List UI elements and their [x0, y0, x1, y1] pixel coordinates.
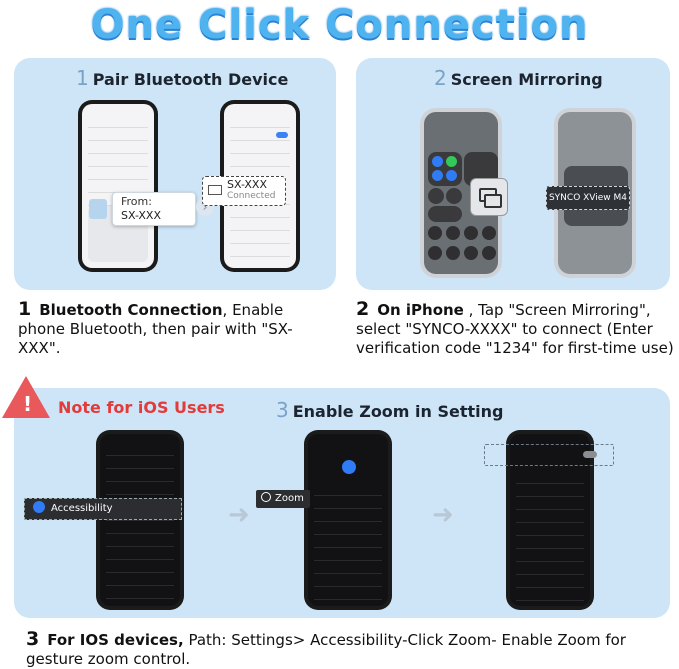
step3-desc-text: Path: Settings> Accessibility-Click Zoom…: [26, 631, 626, 668]
zoom-menu-item[interactable]: Zoom: [256, 490, 310, 508]
zoom-toggle-row[interactable]: [484, 444, 614, 466]
step1-description: 1 Bluetooth Connection, Enable phone Blue…: [18, 300, 318, 358]
pairing-callout: From: SX-XXX: [89, 192, 196, 226]
phone-zoom-settings: [506, 430, 594, 610]
step-number: 3: [276, 398, 289, 422]
step2-desc-bold: On iPhone: [377, 301, 464, 319]
ios-note: Note for iOS Users: [58, 398, 225, 417]
monitor-icon: [208, 185, 222, 195]
zoom-label: Zoom: [275, 493, 304, 504]
arrow-right-icon: ➜: [432, 500, 454, 530]
accessibility-icon: [33, 501, 45, 513]
step-number: 1: [76, 66, 89, 90]
mirroring-target-option[interactable]: SYNCO XView M4: [546, 186, 630, 210]
accessibility-label: Accessibility: [51, 503, 113, 514]
page-title: One Click Connection: [90, 2, 589, 48]
panel-heading-text: Pair Bluetooth Device: [92, 70, 289, 89]
device-status: Connected: [227, 191, 276, 201]
accessibility-menu-item[interactable]: Accessibility: [24, 498, 182, 520]
step-number: 2: [356, 298, 370, 320]
from-value: SX-XXX: [121, 209, 161, 222]
step-number: 2: [434, 66, 447, 90]
step3-desc-bold: For IOS devices,: [47, 631, 184, 649]
step3-description: 3 For IOS devices, Path: Settings> Access…: [26, 630, 646, 669]
warning-exclamation: !: [23, 392, 33, 416]
phone-pairing-request: [78, 100, 158, 272]
step-number: 1: [18, 298, 32, 320]
zoom-toggle[interactable]: [583, 451, 597, 458]
step2-desc-text: , Tap "Screen Mirroring", select "SYNCO-…: [356, 301, 674, 357]
phone-settings: [96, 430, 184, 610]
panel-heading-text: Screen Mirroring: [450, 70, 603, 89]
accessibility-header-icon: [342, 460, 356, 474]
step1-desc-bold: Bluetooth Connection: [39, 301, 223, 319]
bluetooth-toggle[interactable]: [276, 132, 288, 138]
step2-description: 2 On iPhone , Tap "Screen Mirroring", sel…: [356, 300, 674, 358]
zoom-icon: [261, 492, 271, 502]
panel-heading-text: Enable Zoom in Setting: [292, 402, 504, 421]
step1-desc-text: , Enable phone Bluetooth, then pair with…: [18, 301, 293, 357]
warning-icon: [2, 376, 50, 418]
phone-accessibility: [304, 430, 392, 610]
screen-mirroring-button[interactable]: [470, 178, 508, 216]
from-label: From:: [121, 195, 152, 208]
arrow-right-icon: ➜: [228, 500, 250, 530]
device-name: SX-XXX: [227, 178, 267, 191]
step-number: 3: [26, 628, 40, 650]
device-callout[interactable]: SX-XXX Connected: [202, 176, 286, 206]
